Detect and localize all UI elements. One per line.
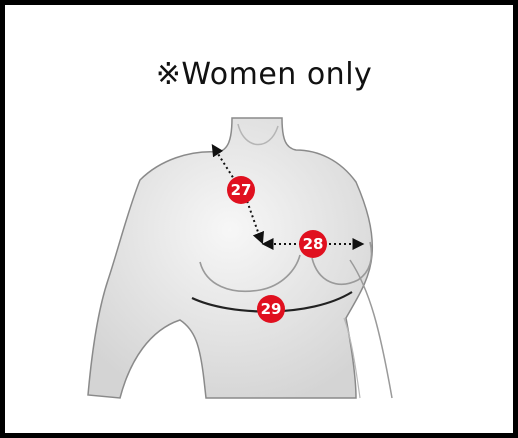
marker-28-label: 28 [303,235,324,253]
marker-27-label: 27 [231,181,252,199]
marker-29-label: 29 [261,300,282,318]
marker-28: 28 [299,230,327,258]
marker-29: 29 [257,295,285,323]
torso-outline [88,118,372,398]
marker-27: 27 [227,176,255,204]
